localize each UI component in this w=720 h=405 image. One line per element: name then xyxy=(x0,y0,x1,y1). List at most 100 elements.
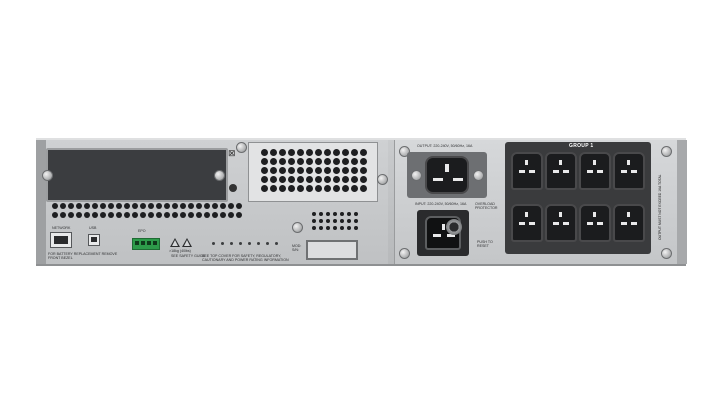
vent-hole xyxy=(333,167,340,174)
c19-output-socket xyxy=(425,156,469,194)
vent-hole xyxy=(148,212,154,218)
vent-hole xyxy=(297,149,304,156)
vent-hole xyxy=(124,203,130,209)
vent-hole xyxy=(100,203,106,209)
vertical-note: OUTPUT MUST NOT EXCEED 16A TOTAL xyxy=(658,174,662,240)
vent-hole xyxy=(324,176,331,183)
vent-hole xyxy=(360,158,367,165)
screw-icon xyxy=(399,146,410,157)
vent-hole xyxy=(60,203,66,209)
vent-hole xyxy=(360,167,367,174)
vent-hole xyxy=(180,203,186,209)
ac-socket-icon xyxy=(579,204,611,242)
vent-hole xyxy=(340,226,344,230)
serial-number-plate xyxy=(306,240,358,260)
vent-hole xyxy=(220,212,226,218)
vent-hole xyxy=(288,158,295,165)
c20-input-frame xyxy=(417,210,469,256)
network-port[interactable] xyxy=(50,232,72,248)
vent-hole xyxy=(116,212,122,218)
vent-hole xyxy=(306,167,313,174)
vent-hole xyxy=(60,212,66,218)
vent-hole xyxy=(288,176,295,183)
vent-hole xyxy=(360,185,367,192)
vent-hole xyxy=(261,149,268,156)
vent-hole xyxy=(84,212,90,218)
vent-hole xyxy=(306,149,313,156)
vent-hole xyxy=(279,176,286,183)
vent-hole xyxy=(228,212,234,218)
vent-hole xyxy=(84,203,90,209)
right-rear-panel: OUTPUT: 220-240V, 50/60Hz, 16A INPUT: 22… xyxy=(394,140,687,264)
vent-hole xyxy=(354,212,358,216)
vent-hole xyxy=(279,158,286,165)
vent-hole xyxy=(297,158,304,165)
epo-terminal-block[interactable] xyxy=(132,238,160,250)
vent-hole xyxy=(172,212,178,218)
vent-hole xyxy=(270,149,277,156)
vent-hole xyxy=(270,185,277,192)
screw-icon xyxy=(292,222,303,233)
vent-hole xyxy=(92,212,98,218)
screw-icon xyxy=(399,248,410,259)
vent-hole xyxy=(333,149,340,156)
vent-hole xyxy=(342,176,349,183)
network-label: NETWORK xyxy=(52,226,71,230)
vent-holes-left xyxy=(52,203,244,218)
ac-socket-icon xyxy=(545,152,577,190)
push-reset-label: PUSH TO RESET xyxy=(477,240,493,248)
vent-hole xyxy=(140,212,146,218)
vent-hole xyxy=(319,219,323,223)
vent-hole xyxy=(212,203,218,209)
vent-hole xyxy=(220,203,226,209)
vent-hole xyxy=(52,203,58,209)
cover-label: SEE TOP COVER FOR SAFETY, REGULATORY, CA… xyxy=(202,254,289,262)
fan-vent-holes xyxy=(261,149,369,192)
vent-hole xyxy=(124,212,130,218)
ac-socket-icon xyxy=(613,152,645,190)
vent-hole xyxy=(354,226,358,230)
vent-hole xyxy=(342,167,349,174)
battery-label: FOR BATTERY REPLACEMENT REMOVE FRONT BEZ… xyxy=(48,252,118,260)
vent-hole xyxy=(270,176,277,183)
fan-vent-panel xyxy=(248,142,378,202)
vent-hole xyxy=(315,167,322,174)
vent-hole xyxy=(188,212,194,218)
vent-hole xyxy=(132,203,138,209)
vent-hole xyxy=(288,167,295,174)
vent-hole xyxy=(340,219,344,223)
smartslot-cover-plate xyxy=(46,148,228,202)
vent-hole xyxy=(326,226,330,230)
screw-icon xyxy=(661,248,672,259)
warning-icon xyxy=(182,238,192,247)
overload-reset-button[interactable] xyxy=(446,219,462,235)
screw-icon xyxy=(42,170,53,181)
epo-label: EPO xyxy=(138,229,146,233)
vent-hole xyxy=(140,203,146,209)
vent-hole xyxy=(156,212,162,218)
vent-hole xyxy=(333,185,340,192)
vent-hole xyxy=(333,158,340,165)
vent-hole xyxy=(196,203,202,209)
vent-hole xyxy=(297,185,304,192)
vent-hole xyxy=(324,149,331,156)
group-label: GROUP 1 xyxy=(569,143,594,149)
vent-hole xyxy=(108,212,114,218)
warning-icon xyxy=(170,238,180,247)
vent-hole xyxy=(315,158,322,165)
vent-hole xyxy=(333,176,340,183)
vent-hole xyxy=(92,203,98,209)
vent-hole xyxy=(360,149,367,156)
vent-hole xyxy=(319,212,323,216)
vent-hole xyxy=(261,167,268,174)
vent-hole xyxy=(315,185,322,192)
vent-hole xyxy=(315,176,322,183)
vent-hole xyxy=(306,158,313,165)
vent-hole xyxy=(324,185,331,192)
usb-port[interactable] xyxy=(88,234,100,246)
output-label: OUTPUT: 220-240V, 50/60Hz, 16A xyxy=(417,144,473,148)
vent-hole xyxy=(270,167,277,174)
c19-output-frame xyxy=(407,152,487,198)
vent-hole xyxy=(76,212,82,218)
vent-hole xyxy=(288,185,295,192)
